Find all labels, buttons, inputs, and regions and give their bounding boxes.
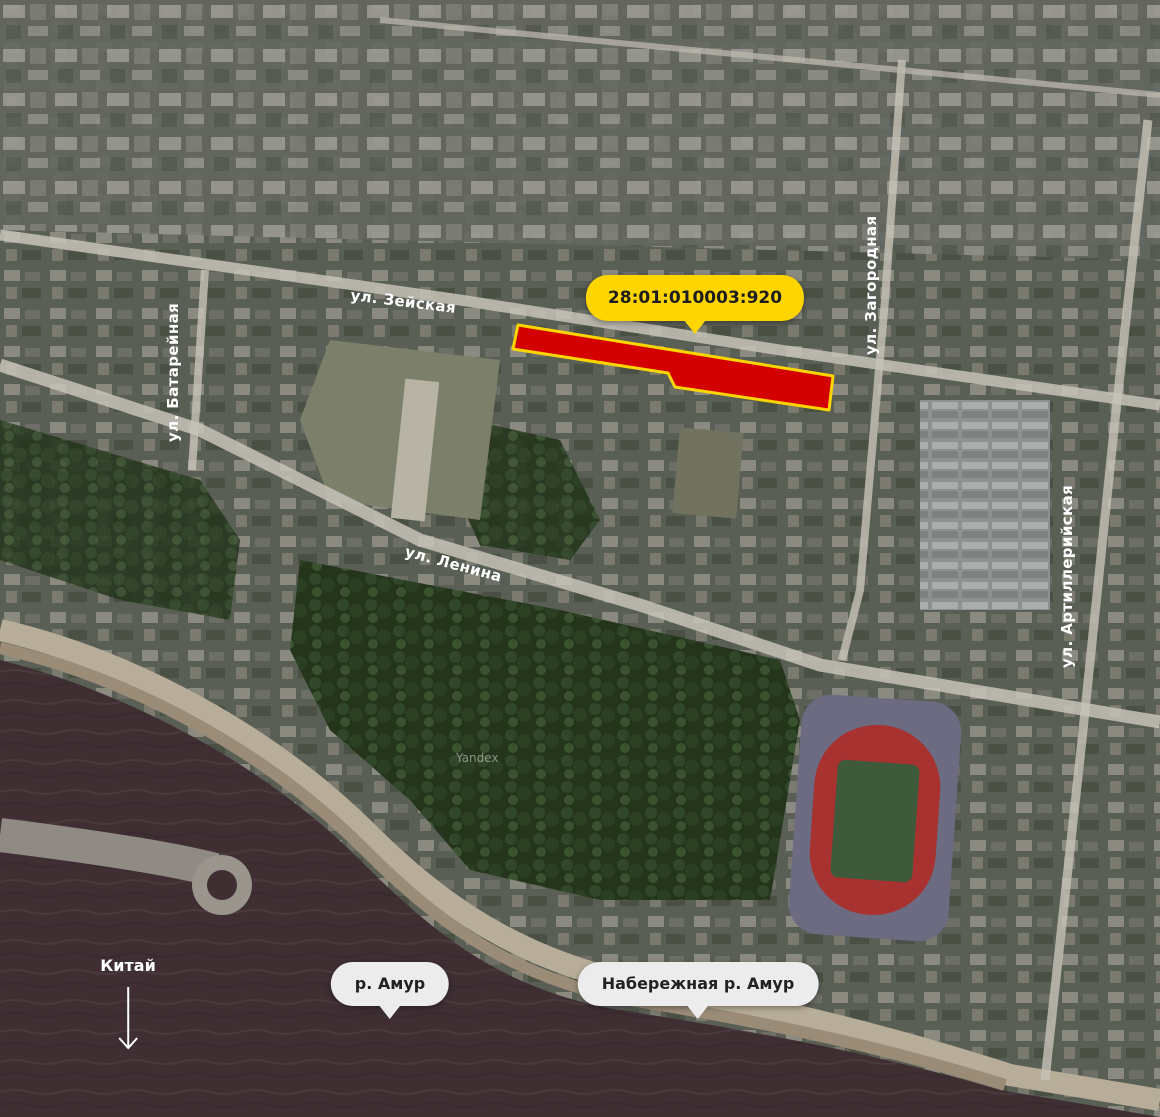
embankment-label-callout[interactable]: Набережная р. Амур: [577, 962, 819, 1019]
direction-china: Китай: [100, 956, 156, 1053]
river-label-callout[interactable]: р. Амур: [330, 962, 450, 1019]
road-lenina: [0, 358, 1160, 729]
cadastral-number-label: 28:01:010003:920: [607, 288, 783, 308]
street-label-batareynaya: ул. Батарейная: [164, 303, 182, 442]
street-label-zagorodnaya: ул. Загородная: [862, 216, 880, 355]
direction-china-label: Китай: [100, 956, 156, 975]
river-amur: [0, 660, 1160, 1117]
riverside-forest: [290, 560, 800, 900]
garage-cooperative: [920, 400, 1050, 610]
building-strip: [390, 378, 440, 522]
land-parcel[interactable]: [511, 323, 835, 412]
embankment-promenade: [0, 619, 1160, 1111]
road-artilleriyskaya: [1040, 119, 1153, 1081]
road-zagorodnaya: [838, 59, 906, 661]
street-label-artilleriyskaya: ул. Артиллерийская: [1058, 485, 1076, 668]
breakwater-head-inner: [207, 870, 237, 900]
road-north: [379, 17, 1160, 98]
beach: [0, 642, 1007, 1091]
road-zeyskaya: [0, 229, 1160, 411]
vacant-lot: [300, 340, 500, 520]
river-label: р. Амур: [354, 974, 426, 993]
map-watermark: Yandex: [455, 751, 499, 765]
arrow-down-icon: [118, 987, 138, 1050]
road-batareynaya: [188, 269, 209, 471]
cadastral-number-callout[interactable]: 28:01:010003:920: [585, 275, 805, 334]
park-west: [0, 420, 240, 620]
breakwater: [0, 818, 220, 887]
sports-field: [672, 427, 744, 519]
stadium-field: [830, 759, 920, 883]
embankment-label: Набережная р. Амур: [601, 974, 795, 993]
